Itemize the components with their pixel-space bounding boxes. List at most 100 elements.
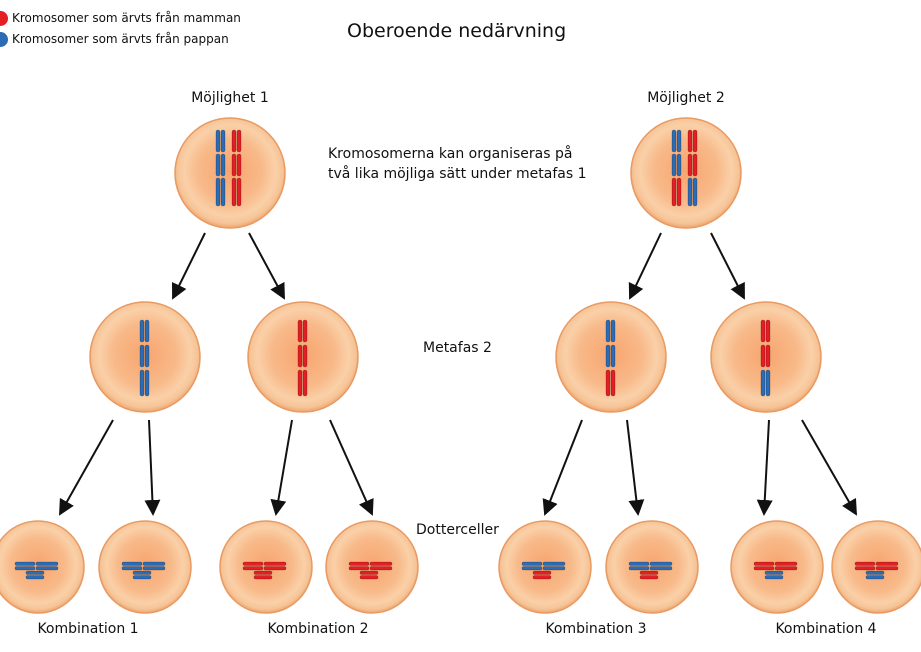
combination-3-label: Kombination 3 (545, 621, 647, 637)
chromatid (692, 153, 698, 177)
chromatid (253, 570, 273, 575)
red-chromosome-icon (0, 11, 8, 26)
chromatid (605, 369, 611, 397)
chromatid (14, 566, 36, 571)
chromatid (676, 129, 682, 153)
chromatid (760, 319, 766, 343)
chromatid (687, 153, 693, 177)
chromatid (215, 153, 221, 177)
chromatid (605, 319, 611, 343)
chromatid (865, 575, 885, 580)
arrow-2 (248, 232, 285, 300)
chromatid (854, 561, 876, 566)
chromatid (242, 561, 264, 566)
chromatid (532, 575, 552, 580)
cell-possibility-2 (630, 117, 742, 229)
combination-2-label: Kombination 2 (267, 621, 369, 637)
chromatid (359, 570, 379, 575)
chromatid (676, 153, 682, 177)
blue-chromosome-icon (0, 32, 8, 47)
chromatid (142, 561, 166, 566)
chromatid (369, 561, 393, 566)
chromatid (605, 344, 611, 368)
chromatid (639, 570, 659, 575)
chromatid (14, 561, 36, 566)
chromatid (236, 177, 242, 207)
daughter-cell-6 (605, 520, 699, 614)
chromatid (215, 129, 221, 153)
chromatid (521, 566, 543, 571)
chromatid (132, 575, 152, 580)
legend: Kromosomer som ärvts från mamman Kromoso… (0, 8, 241, 50)
arrow-3 (628, 232, 662, 300)
daughter-cell-5 (498, 520, 592, 614)
arrow-5 (59, 419, 114, 516)
arrow-11 (756, 419, 773, 516)
arrow-8 (329, 419, 374, 516)
chromatid (144, 344, 150, 368)
chromatid (302, 319, 308, 343)
daughter-cell-8 (831, 520, 921, 614)
chromatid (132, 570, 152, 575)
legend-label-father: Kromosomer som ärvts från pappan (12, 32, 229, 46)
chromatid (671, 153, 677, 177)
chromatid (215, 177, 221, 207)
chromatid (628, 561, 650, 566)
chromatid (220, 129, 226, 153)
chromatid (687, 177, 693, 207)
chromatid (521, 561, 543, 566)
legend-item-mother: Kromosomer som ärvts från mamman (0, 8, 241, 29)
chromatid (302, 344, 308, 368)
chromatid (139, 319, 145, 343)
daughter-cell-3 (219, 520, 313, 614)
metaphase-2-label: Metafas 2 (423, 340, 492, 356)
chromatid (139, 369, 145, 397)
chromatid (692, 177, 698, 207)
chromatid (610, 369, 616, 397)
chromatid (121, 566, 143, 571)
chromatid (760, 344, 766, 368)
chromatid (542, 561, 566, 566)
chromatid (753, 561, 775, 566)
chromatid (231, 153, 237, 177)
chromatid (765, 369, 771, 397)
cell-metaphase2-3 (555, 301, 667, 413)
annotation-line-2: två lika möjliga sätt under metafas 1 (328, 166, 587, 182)
chromatid (628, 566, 650, 571)
chromatid (875, 566, 899, 571)
chromatid (369, 566, 393, 571)
combination-1-label: Kombination 1 (37, 621, 139, 637)
chromatid (774, 561, 798, 566)
chromatid (676, 177, 682, 207)
chromatid (297, 369, 303, 397)
chromatid (765, 344, 771, 368)
daughter-cell-1 (0, 520, 85, 614)
chromatid (359, 575, 379, 580)
chromatid (302, 369, 308, 397)
daughter-cell-2 (98, 520, 192, 614)
chromatid (231, 177, 237, 207)
chromatid (774, 566, 798, 571)
chromatid (297, 344, 303, 368)
cell-membrane (174, 117, 286, 229)
arrow-6 (144, 419, 161, 516)
chromatid (671, 129, 677, 153)
arrow-12 (801, 419, 857, 516)
arrow-10 (626, 419, 645, 516)
chromatid (35, 561, 59, 566)
chromatid (649, 566, 673, 571)
daughter-cell-4 (325, 520, 419, 614)
daughter-cell-7 (730, 520, 824, 614)
chromatid (263, 566, 287, 571)
chromatid (236, 129, 242, 153)
chromatid (231, 129, 237, 153)
chromatid (542, 566, 566, 571)
chromatid (764, 575, 784, 580)
chromatid (610, 319, 616, 343)
arrow-1 (172, 232, 206, 300)
chromatid (121, 561, 143, 566)
chromatid (220, 177, 226, 207)
chromatid (854, 566, 876, 571)
arrow-9 (542, 419, 583, 516)
daughter-cells-label: Dotterceller (416, 522, 499, 538)
